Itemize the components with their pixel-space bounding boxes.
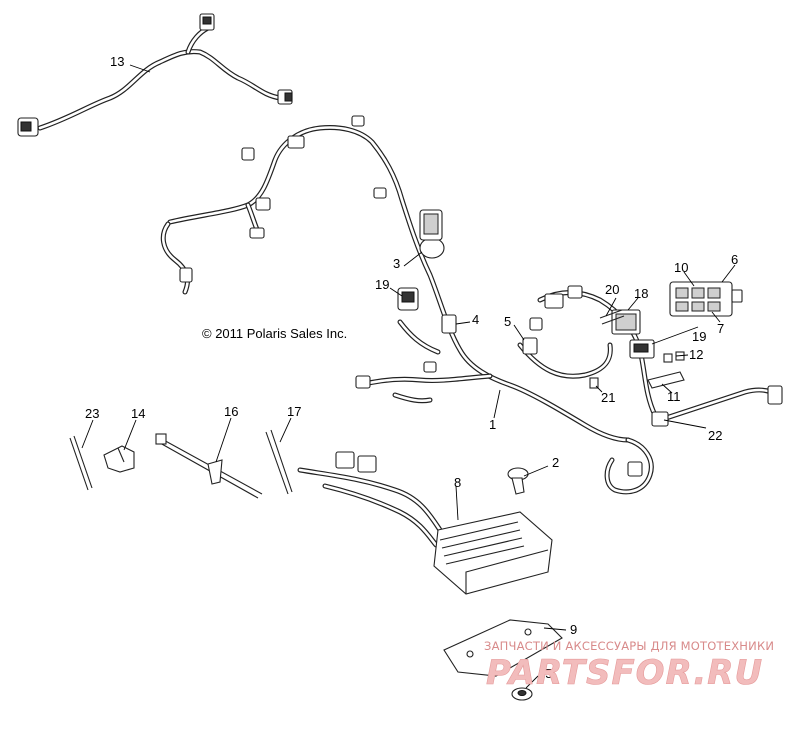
callout-9: 9 xyxy=(570,622,577,637)
callout-labels: 13 3 19 4 5 20 18 10 6 19 7 12 11 21 22 … xyxy=(85,54,738,681)
watermark-caption: ЗАПЧАСТИ И АКСЕССУАРЫ ДЛЯ МОТОТЕХНИКИ xyxy=(484,639,774,653)
callout-19-left: 19 xyxy=(375,277,389,292)
copyright-notice: © 2011 Polaris Sales Inc. xyxy=(202,326,347,341)
callout-22: 22 xyxy=(708,428,722,443)
callout-17: 17 xyxy=(287,404,301,419)
callout-3: 3 xyxy=(393,256,400,271)
callout-15: 15 xyxy=(538,666,552,681)
bolt-2 xyxy=(507,467,529,495)
callout-6: 6 xyxy=(731,252,738,267)
callout-5: 5 xyxy=(504,314,511,329)
callout-14: 14 xyxy=(131,406,145,421)
callout-4: 4 xyxy=(472,312,479,327)
plate-9 xyxy=(443,619,563,677)
callout-13: 13 xyxy=(110,54,124,69)
callout-21: 21 xyxy=(601,390,615,405)
clip-14 xyxy=(103,445,135,473)
callout-16: 16 xyxy=(224,404,238,419)
tie-16 xyxy=(155,433,263,499)
callout-11: 11 xyxy=(667,389,681,404)
callout-10: 10 xyxy=(674,260,688,275)
callout-20: 20 xyxy=(605,282,619,297)
tie-23 xyxy=(69,435,93,491)
callout-2: 2 xyxy=(552,455,559,470)
nut-15 xyxy=(511,687,533,701)
tie-17 xyxy=(265,429,293,495)
harness-13 xyxy=(17,13,293,137)
callout-23: 23 xyxy=(85,406,99,421)
callout-12: 12 xyxy=(689,347,703,362)
harness-1 xyxy=(160,115,783,495)
callout-1: 1 xyxy=(489,417,496,432)
watermark: ЗАПЧАСТИ И АКСЕССУАРЫ ДЛЯ МОТОТЕХНИКИ PA… xyxy=(484,639,774,693)
watermark-logo: PARTSFOR.RU xyxy=(486,653,763,693)
callout-8: 8 xyxy=(454,475,461,490)
leader-lines xyxy=(81,64,736,689)
callout-18: 18 xyxy=(634,286,648,301)
callout-19-right: 19 xyxy=(692,329,706,344)
regulator-8 xyxy=(297,451,553,595)
callout-7: 7 xyxy=(717,321,724,336)
